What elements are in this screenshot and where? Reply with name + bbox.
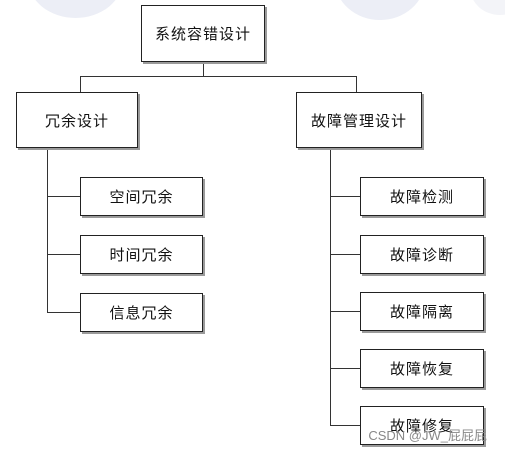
watermark-text: CSDN @JW_屁屁屁 bbox=[368, 428, 487, 443]
connector-branch-2-child-2 bbox=[330, 254, 360, 255]
background-circle-left bbox=[28, 0, 123, 18]
connector-branch-1-spine bbox=[47, 148, 48, 313]
connector-branch-2-spine bbox=[330, 148, 331, 426]
connector-to-branch-2 bbox=[356, 76, 357, 92]
leaf-node-space-redundancy: 空间冗余 bbox=[80, 177, 203, 216]
leaf-node-fault-diagnosis: 故障诊断 bbox=[360, 235, 484, 274]
connector-root-down bbox=[203, 62, 204, 77]
connector-branch-1-child-2 bbox=[47, 254, 80, 255]
connector-branch-2-child-4 bbox=[330, 368, 360, 369]
leaf-node-fault-repair: 故障修复 bbox=[360, 406, 484, 445]
connector-branch-bar bbox=[80, 76, 356, 77]
connector-branch-1-child-1 bbox=[47, 196, 80, 197]
leaf-node-fault-recovery: 故障恢复 bbox=[360, 349, 484, 388]
leaf-node-time-redundancy: 时间冗余 bbox=[80, 235, 203, 274]
background-circle-right bbox=[335, 0, 425, 20]
connector-to-branch-1 bbox=[80, 76, 81, 92]
leaf-node-information-redundancy: 信息冗余 bbox=[80, 293, 203, 332]
leaf-node-fault-isolation: 故障隔离 bbox=[360, 292, 484, 331]
branch-node-redundancy: 冗余设计 bbox=[16, 92, 138, 148]
connector-branch-2-child-5 bbox=[330, 425, 360, 426]
connector-branch-2-child-1 bbox=[330, 196, 360, 197]
background-circle-edge bbox=[470, 0, 505, 15]
branch-node-fault-management: 故障管理设计 bbox=[296, 92, 422, 148]
leaf-node-fault-detection: 故障检测 bbox=[360, 177, 484, 216]
root-node: 系统容错设计 bbox=[141, 5, 265, 62]
connector-branch-1-child-3 bbox=[47, 312, 80, 313]
connector-branch-2-child-3 bbox=[330, 311, 360, 312]
